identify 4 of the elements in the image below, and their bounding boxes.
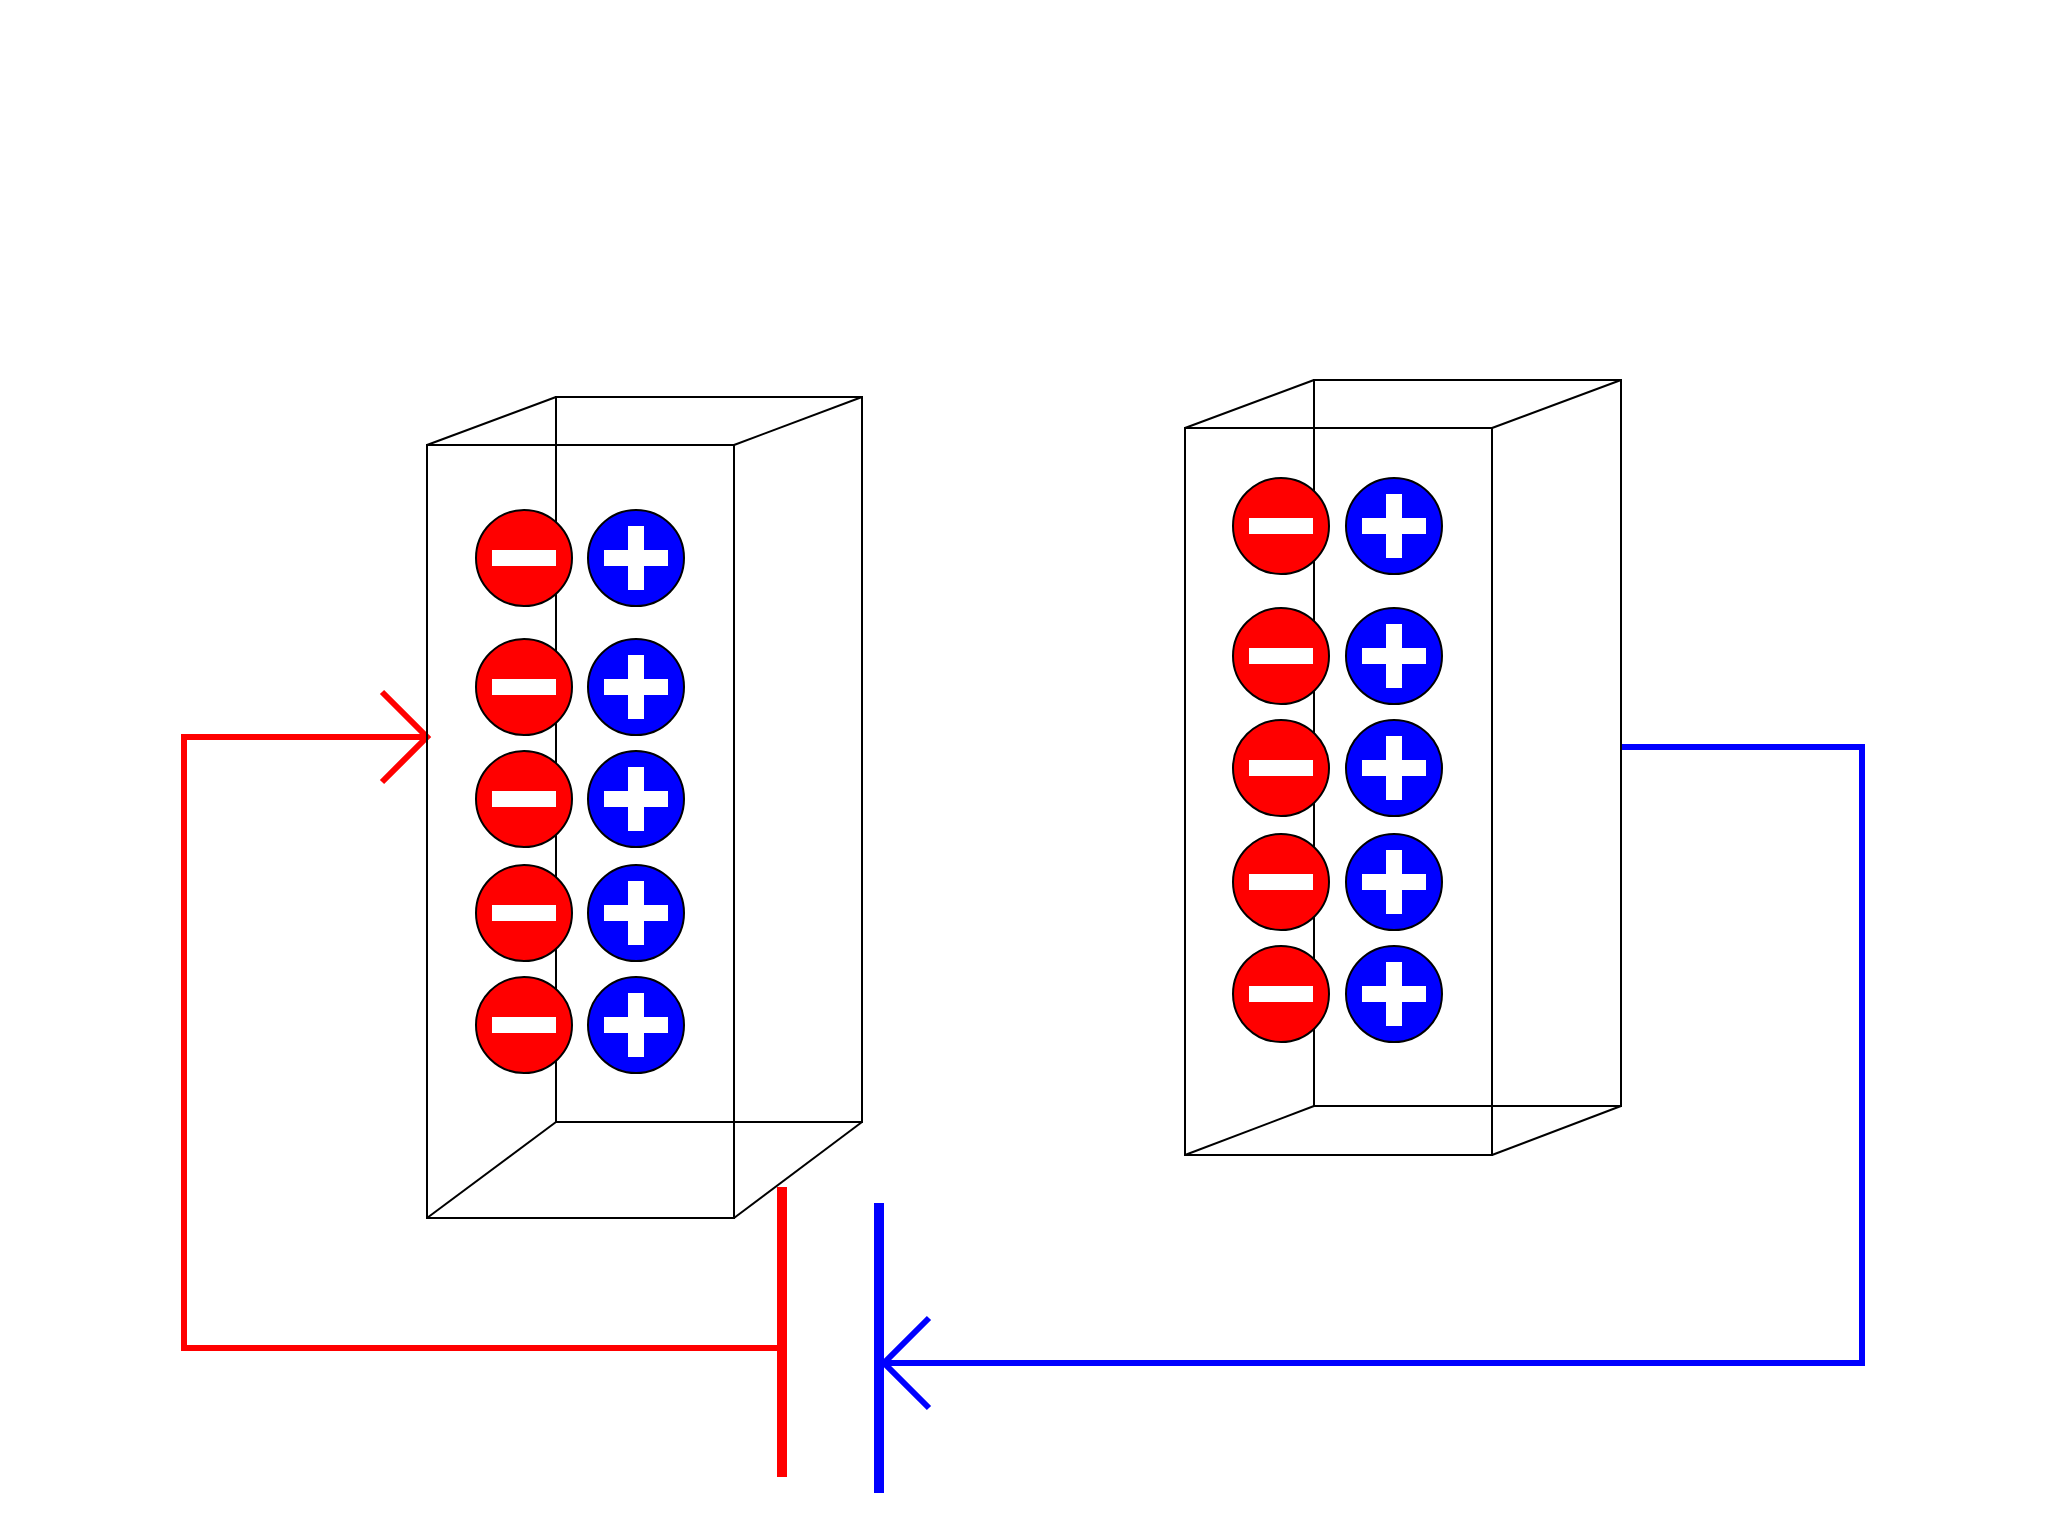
battery-plate xyxy=(777,1187,787,1477)
battery-plate xyxy=(874,1203,884,1493)
wire-arrow xyxy=(881,744,1865,1411)
wire-arrow xyxy=(181,689,777,1351)
